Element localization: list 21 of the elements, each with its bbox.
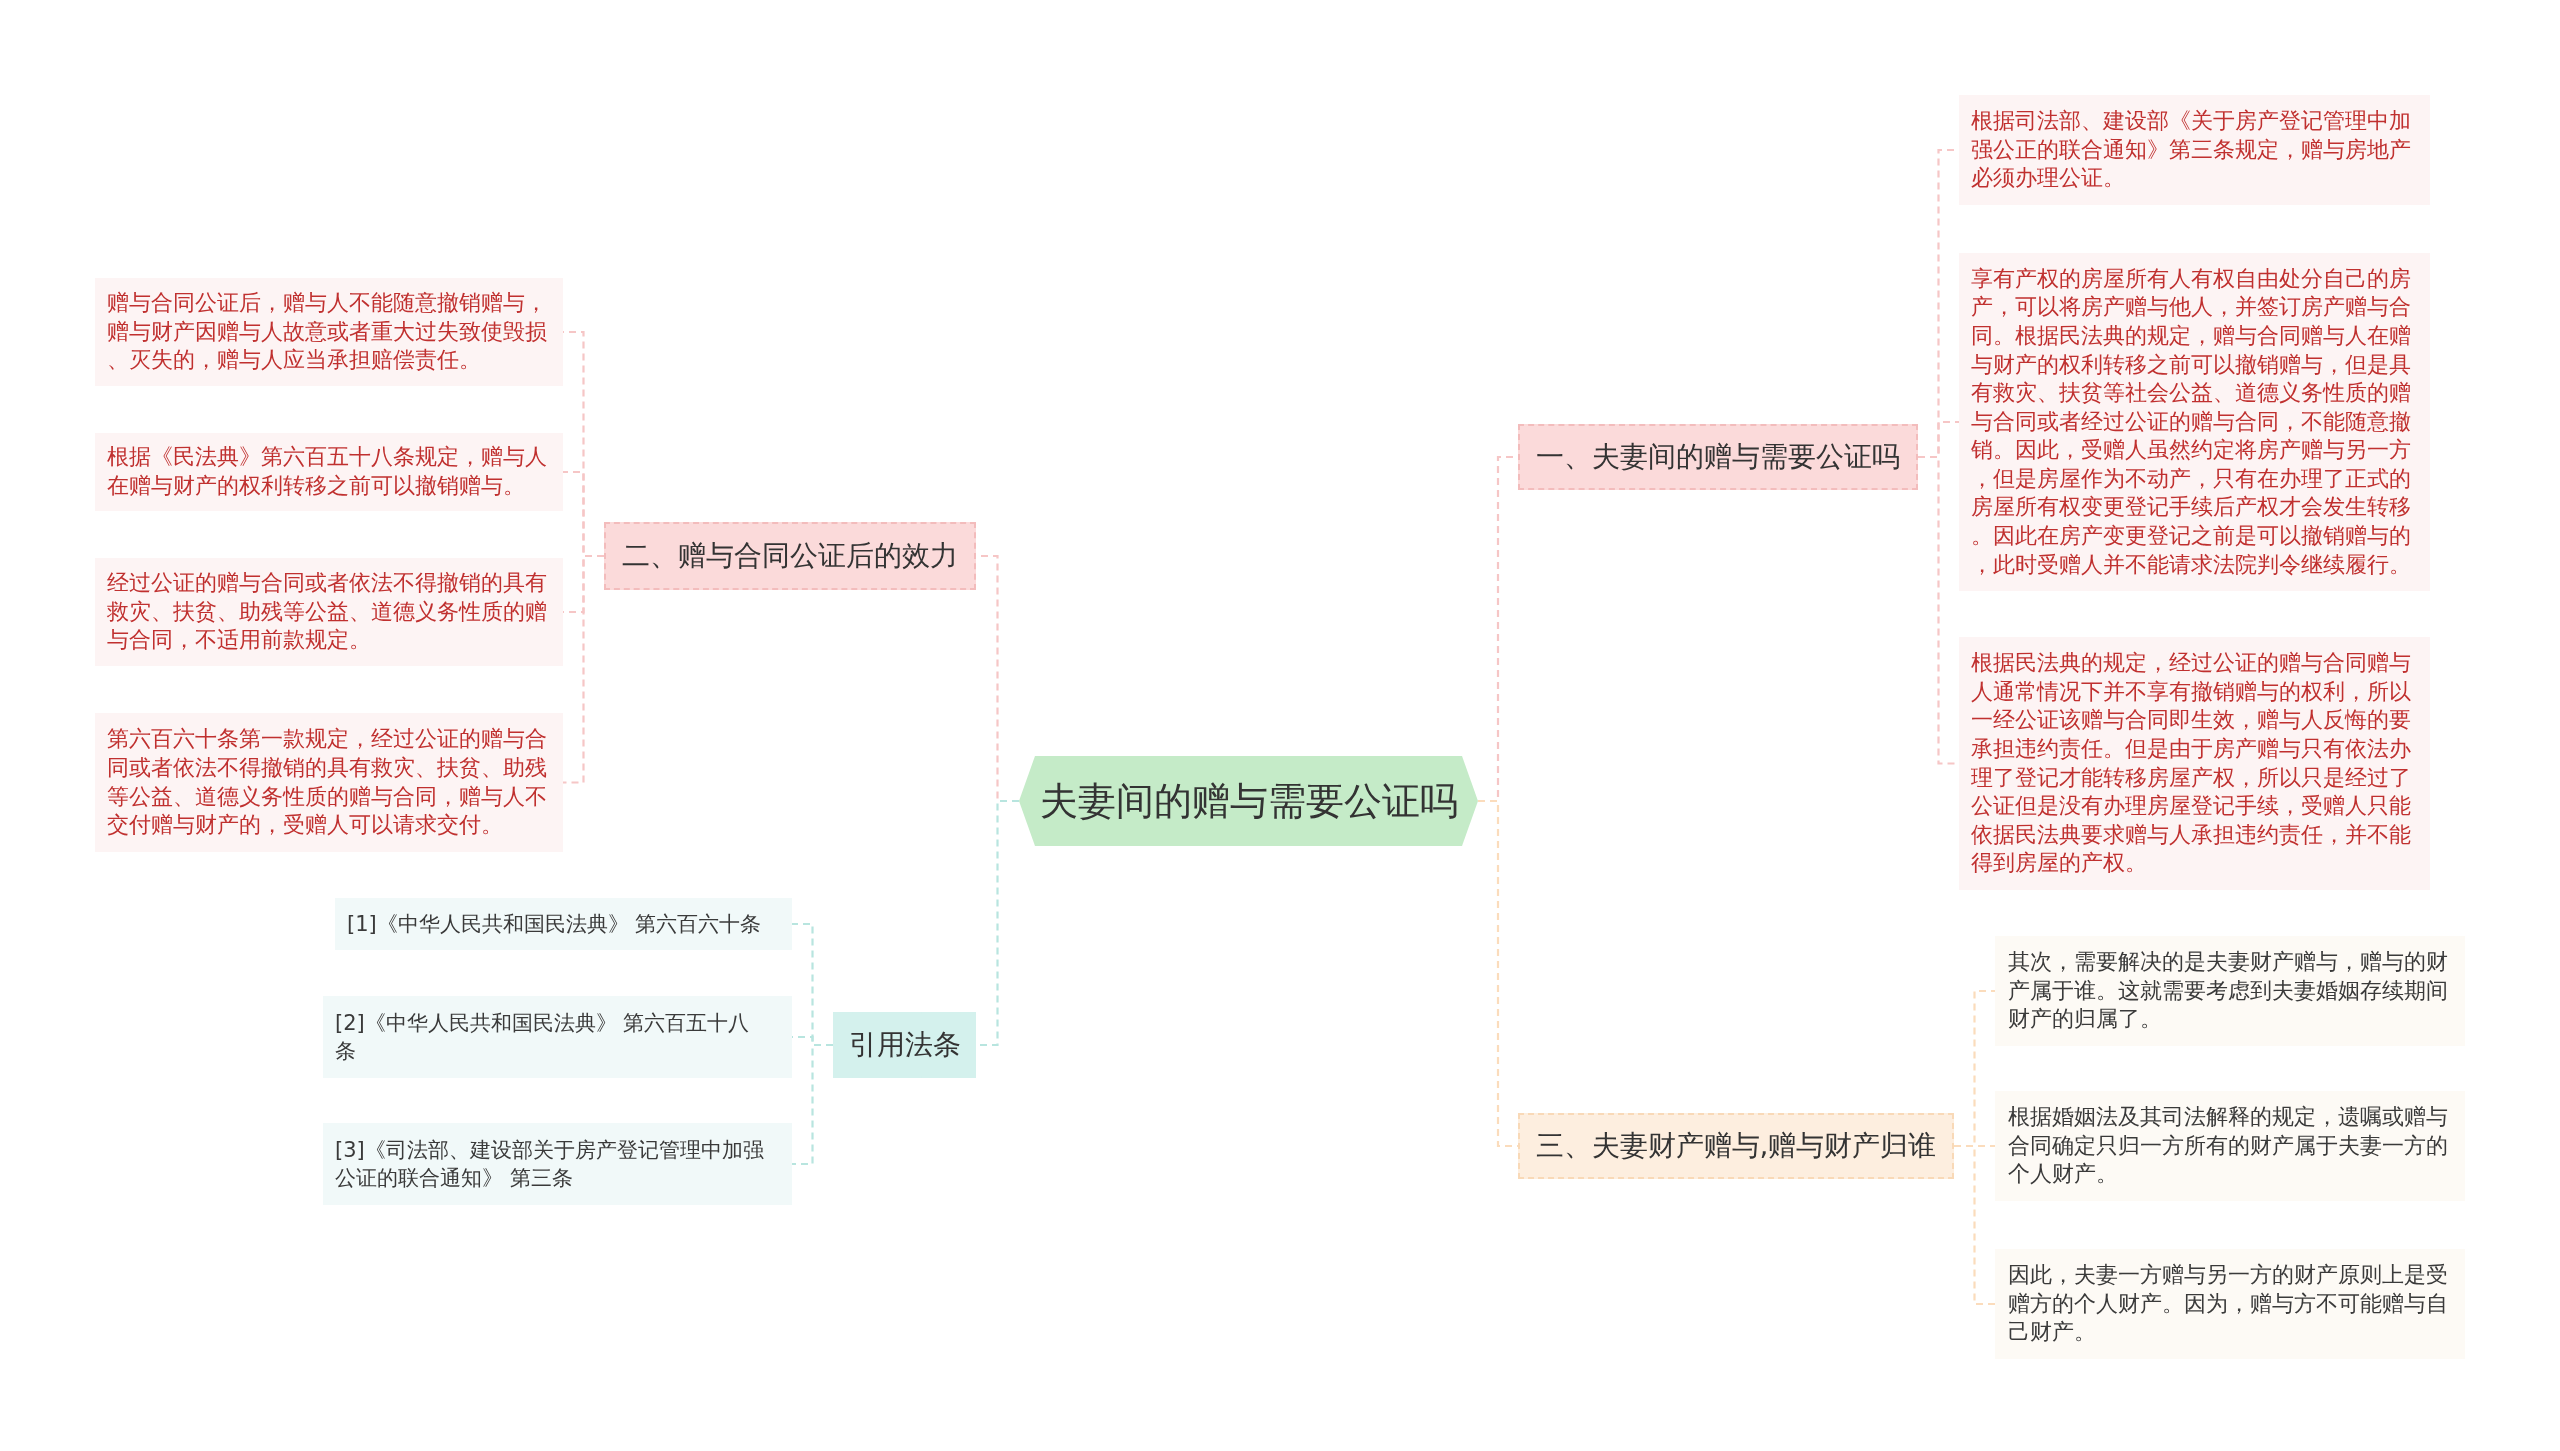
note-box: 根据司法部、建设部《关于房产登记管理中加强公正的联合通知》第三条规定，赠与房地产必须办理公证。 <box>1959 95 2430 205</box>
topic-box: 二、赠与合同公证后的效力 <box>604 522 976 590</box>
central-hexagon: 夫妻间的赠与需要公证吗 <box>1019 756 1478 846</box>
connector-line <box>1954 1144 1995 1306</box>
citation-box: [3]《司法部、建设部关于房产登记管理中加强公证的联合通知》 第三条 <box>323 1123 792 1205</box>
note-box: 因此，夫妻一方赠与另一方的财产原则上是受赠方的个人财产。因为，赠与方不可能赠与自己财产。 <box>1995 1249 2465 1359</box>
note-box: 根据婚姻法及其司法解释的规定，遗嘱或赠与合同确定只归一方所有的财产属于夫妻一方的个人财产。 <box>1995 1091 2465 1201</box>
topic-box: 引用法条 <box>833 1012 976 1078</box>
topic-box: 一、夫妻间的赠与需要公证吗 <box>1518 424 1918 490</box>
citation-box: [1]《中华人民共和国民法典》 第六百六十条 <box>335 898 792 950</box>
citation-box: [2]《中华人民共和国民法典》 第六百五十八条 <box>323 996 792 1078</box>
note-box: 享有产权的房屋所有人有权自由处分自己的房产，可以将房产赠与他人，并签订房产赠与合同。根据民法典的规定，赠与合同赠与人在赠与财产的权利转移之前可以撤销赠与，但是具有救灾、扶贫等社会公益、道德义务性质的赠与合同或者经过公证的赠与合同，不能随意撤销。因此，受赠人虽然约定将房产赠与另一方，但是房屋作为不动产，只有在办理了正式的房屋所有权变更登记手续后产权才会发生转移。因此在房产变更登记之前是可以撤销赠与的，此时受赠人并不能请求法院判令继续履行。 <box>1959 253 2430 591</box>
note-box: 经过公证的赠与合同或者依法不得撤销的具有救灾、扶贫、助残等公益、道德义务性质的赠与合同，不适用前款规定。 <box>95 558 563 666</box>
connector-line <box>792 1043 833 1166</box>
note-box: 第六百六十条第一款规定，经过公证的赠与合同或者依法不得撤销的具有救灾、扶贫、助残等公益、道德义务性质的赠与合同，赠与人不交付赠与财产的，受赠人可以请求交付。 <box>95 713 563 852</box>
connector-line <box>563 554 604 784</box>
note-box: 其次，需要解决的是夫妻财产赠与，赠与的财产属于谁。这就需要考虑到夫妻婚姻存续期间财产的归属了。 <box>1995 936 2465 1046</box>
note-box: 根据《民法典》第六百五十八条规定，赠与人在赠与财产的权利转移之前可以撤销赠与。 <box>95 433 563 511</box>
topic-box: 三、夫妻财产赠与,赠与财产归谁 <box>1518 1113 1954 1179</box>
note-box: 赠与合同公证后，赠与人不能随意撤销赠与，赠与财产因赠与人故意或者重大过失致使毁损、灭失的，赠与人应当承担赔偿责任。 <box>95 278 563 386</box>
note-box: 根据民法典的规定，经过公证的赠与合同赠与人通常情况下并不享有撤销赠与的权利，所以一经公证该赠与合同即生效，赠与人反悔的要承担违约责任。但是由于房产赠与只有依法办理了登记才能转移房屋产权，所以只是经过了公证但是没有办理房屋登记手续，受赠人只能依据民法典要求赠与人承担违约责任，并不能得到房屋的产权。 <box>1959 637 2430 890</box>
